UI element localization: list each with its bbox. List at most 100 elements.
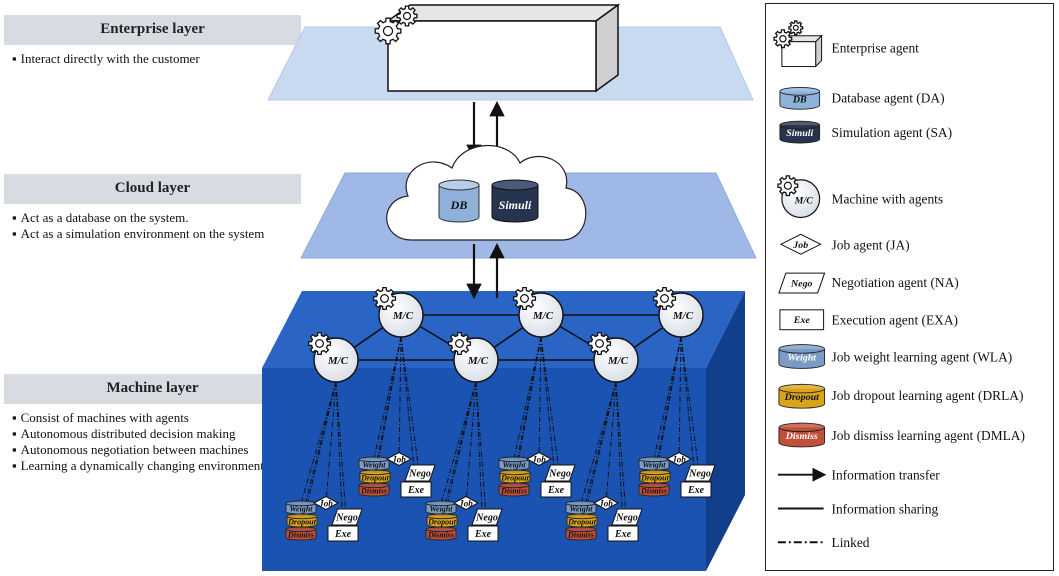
svg-text:M/C: M/C (392, 310, 414, 322)
dismiss-agent: Dismiss (565, 526, 597, 541)
dismiss-agent: Dismiss (358, 482, 390, 497)
gear-icon (374, 17, 402, 45)
simuli-cylinder: Simuli (491, 179, 539, 223)
linked-line (372, 336, 402, 464)
svg-text:Dropout: Dropout (360, 474, 389, 483)
svg-text:Weight: Weight (362, 461, 386, 470)
cloud-bullet: Act as a database on the system. (12, 210, 301, 226)
exe-agent: Exe (467, 525, 499, 542)
dropout-agent: Dropout (639, 469, 671, 484)
exe-agent: Exe (680, 481, 712, 498)
nego-agent: Nego (544, 464, 576, 482)
svg-text:Job: Job (391, 455, 406, 465)
svg-text:Dismiss: Dismiss (640, 487, 667, 496)
svg-text:DB: DB (792, 94, 807, 105)
enterprise-layer-title: Enterprise layer (4, 15, 301, 45)
svg-text:Weight: Weight (788, 352, 817, 363)
svg-text:Dismiss: Dismiss (500, 487, 527, 496)
legend-dropout-agent: Job dropout learning agent (DRLA) (832, 388, 1024, 403)
legend-weight-agent: Job weight learning agent (WLA) (832, 349, 1013, 364)
legend-enterprise-icon (773, 20, 823, 68)
svg-text:Job: Job (671, 455, 686, 465)
linked-line (400, 336, 420, 472)
svg-text:M/C: M/C (672, 310, 694, 322)
dropout-agent: Dropout (286, 513, 318, 528)
cloud-layer-panel: Cloud layer Act as a database on the sys… (4, 174, 301, 248)
svg-text:Nego: Nego (475, 513, 498, 524)
svg-text:Dropout: Dropout (567, 518, 596, 527)
svg-text:Nego: Nego (790, 279, 813, 290)
dropout-agent: Dropout (566, 513, 598, 528)
exe-agent: Exe (327, 525, 359, 542)
machine-bullet: Learning a dynamically changing environm… (12, 458, 301, 474)
svg-text:M/C: M/C (327, 355, 349, 367)
svg-text:Dismiss: Dismiss (567, 531, 594, 540)
svg-text:Weight: Weight (569, 505, 593, 514)
legend-dismiss-icon: Dismiss (778, 422, 826, 448)
simuli-label: Simuli (499, 198, 532, 212)
svg-text:Exe: Exe (334, 529, 352, 540)
svg-text:Dismiss: Dismiss (785, 431, 818, 442)
enterprise-bullet: Interact directly with the customer (12, 51, 301, 67)
svg-text:Weight: Weight (502, 461, 526, 470)
linked-line (475, 381, 487, 516)
svg-text:Exe: Exe (614, 529, 632, 540)
svg-text:Job: Job (792, 240, 808, 251)
svg-text:Job: Job (598, 499, 613, 509)
weight-agent: Weight (565, 500, 597, 515)
svg-text:M/C: M/C (607, 355, 629, 367)
svg-text:M/C: M/C (467, 355, 489, 367)
linked-line (439, 381, 477, 508)
svg-text:Dismiss: Dismiss (360, 487, 387, 496)
dismiss-agent: Dismiss (425, 526, 457, 541)
gear-icon (372, 286, 397, 311)
exe-agent: Exe (540, 481, 572, 498)
gear-icon (773, 29, 793, 49)
machine-bullet: Autonomous distributed decision making (12, 426, 301, 442)
svg-text:Job: Job (318, 499, 333, 509)
linked-line (335, 381, 347, 516)
job-agent: Job (452, 495, 480, 511)
dismiss-agent: Dismiss (638, 482, 670, 497)
legend-info-sharing: Information sharing (832, 501, 939, 516)
gear-icon (307, 331, 332, 356)
legend-machine-agents: Machine with agents (832, 192, 944, 207)
dismiss-agent: Dismiss (498, 482, 530, 497)
svg-text:Dismiss: Dismiss (287, 531, 314, 540)
svg-text:Dropout: Dropout (287, 518, 316, 527)
nego-agent: Nego (404, 464, 436, 482)
linked-line (398, 336, 402, 460)
cloud-bullet: Act as a simulation environment on the s… (12, 226, 301, 242)
legend-info-transfer: Information transfer (832, 468, 941, 483)
legend-nego-icon: Nego (778, 272, 826, 294)
linked-line (512, 336, 542, 464)
legend-linked: Linked (832, 535, 870, 550)
gear-icon (396, 5, 418, 27)
svg-text:Nego: Nego (548, 469, 571, 480)
cloud-layer-title: Cloud layer (4, 174, 301, 204)
svg-text:Dismiss: Dismiss (427, 531, 454, 540)
legend-enterprise-agent: Enterprise agent (832, 41, 920, 56)
linked-line (605, 381, 617, 504)
legend-database-agent: Database agent (DA) (832, 90, 945, 105)
svg-text:Weight: Weight (429, 505, 453, 514)
svg-text:Weight: Weight (289, 505, 313, 514)
enterprise-agent-box (385, 3, 621, 93)
linked-line (325, 381, 337, 504)
nego-agent: Nego (684, 464, 716, 482)
svg-text:Simuli: Simuli (786, 128, 813, 139)
job-agent: Job (385, 451, 413, 467)
legend-simulation-agent: Simulation agent (SA) (832, 125, 953, 140)
cloud-shape (386, 144, 587, 241)
job-agent: Job (525, 451, 553, 467)
svg-text:Exe: Exe (547, 485, 565, 496)
svg-text:Dropout: Dropout (640, 474, 669, 483)
machine-node: M/C (587, 331, 639, 383)
svg-text:Nego: Nego (688, 469, 711, 480)
gear-icon (652, 286, 677, 311)
